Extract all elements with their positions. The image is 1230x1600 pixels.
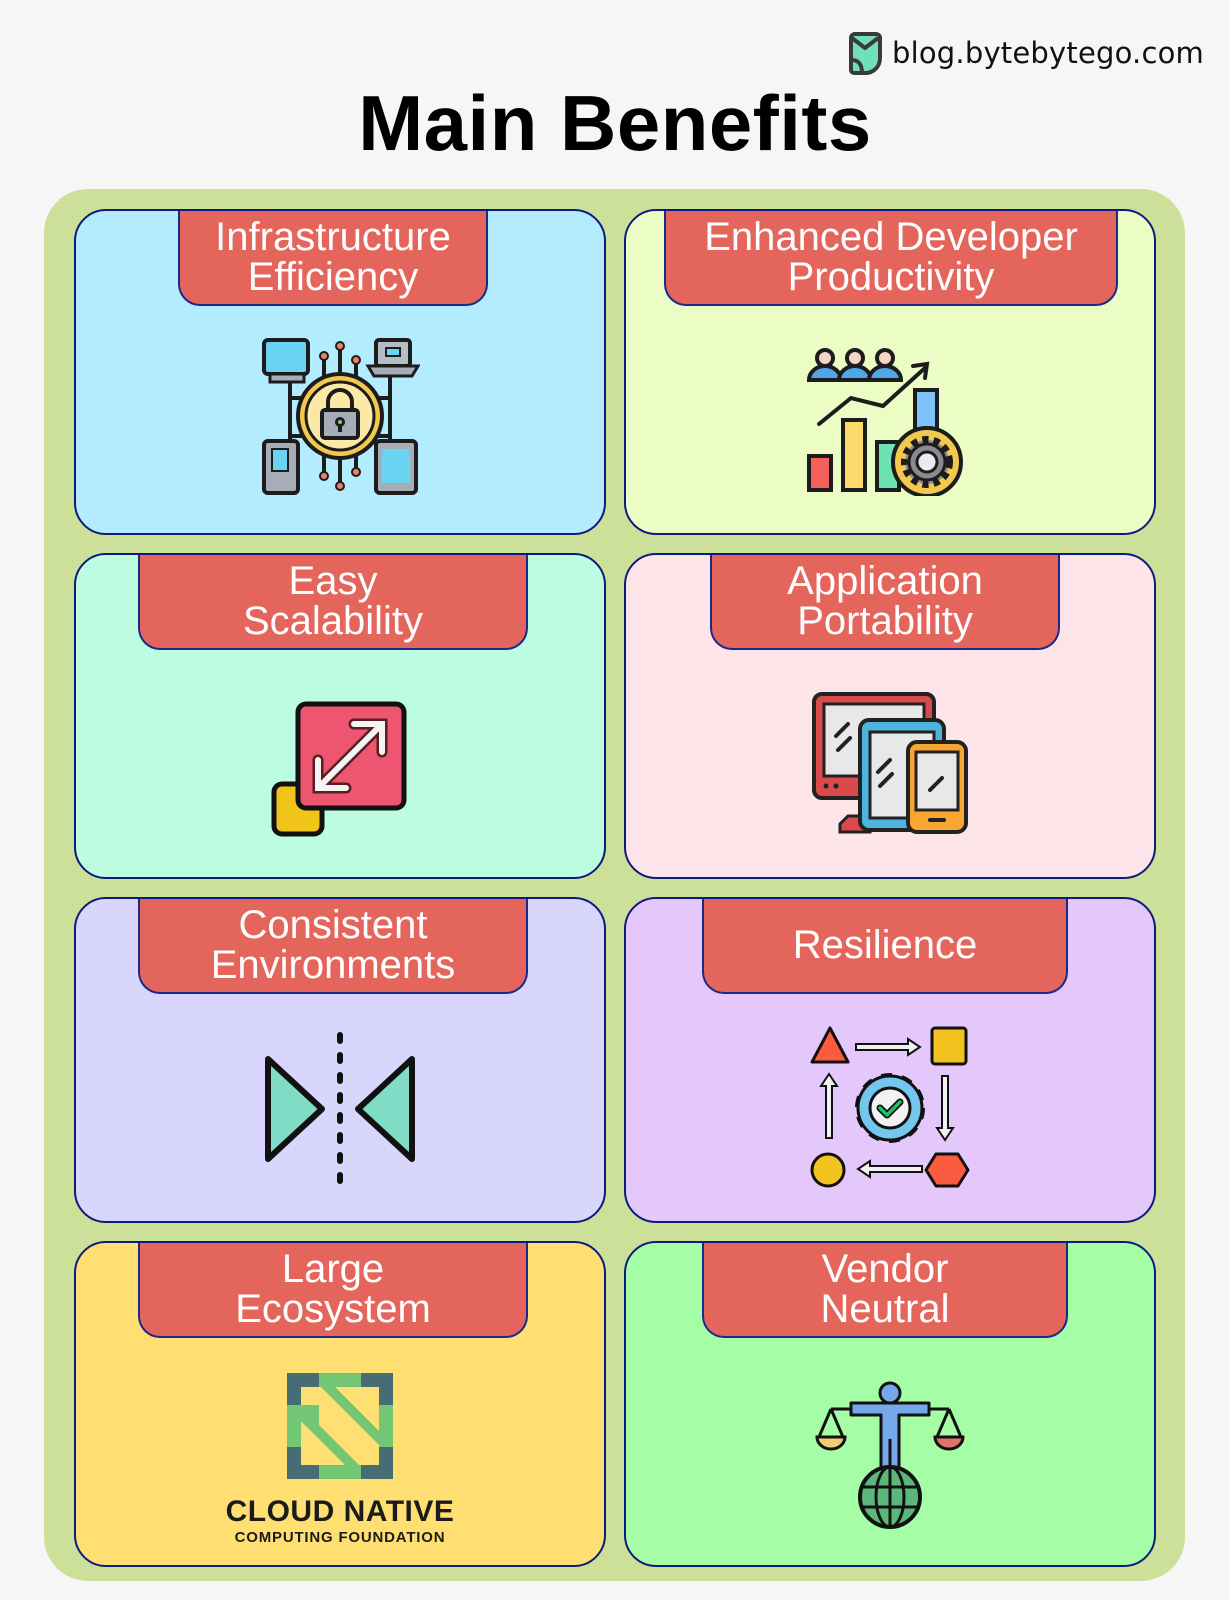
network-security-lock-icon <box>262 338 420 495</box>
card-enhanced-developer-productivity: Enhanced Developer Productivity <box>624 209 1156 535</box>
card-title-line: Efficiency <box>247 254 419 299</box>
card-title-line: Resilience <box>792 922 978 967</box>
card-title-line: Portability <box>797 598 973 643</box>
card-vendor-neutral: Vendor Neutral <box>624 1241 1156 1567</box>
brand: blog.bytebytego.com <box>848 30 1204 76</box>
resize-expand-icon <box>271 701 407 837</box>
card-title-line: Enhanced Developer <box>704 214 1078 259</box>
card-title-tag: Resilience <box>702 899 1068 994</box>
cncf-logo-icon <box>287 1373 393 1479</box>
card-title-tag: Consistent Environments <box>138 899 528 994</box>
cncf-logo-subtext: COMPUTING FOUNDATION <box>234 1529 446 1546</box>
card-easy-scalability: Easy Scalability <box>74 553 606 879</box>
balance-globe-icon <box>815 1381 965 1529</box>
card-title-tag: Vendor Neutral <box>702 1243 1068 1338</box>
page-title: Main Benefits <box>358 79 872 167</box>
card-title-line: Scalability <box>242 598 424 643</box>
card-title-tag: Application Portability <box>710 555 1060 650</box>
card-large-ecosystem: Large Ecosystem CLOUD NATIVE COMPUTING F… <box>74 1241 606 1567</box>
brand-text: blog.bytebytego.com <box>892 36 1204 70</box>
card-title-line: Application <box>787 558 983 603</box>
card-title-line: Ecosystem <box>235 1286 431 1331</box>
card-title-tag: Large Ecosystem <box>138 1243 528 1338</box>
card-title-line: Easy <box>288 558 378 603</box>
card-title-line: Consistent <box>238 902 428 947</box>
card-title-line: Productivity <box>787 254 995 299</box>
card-infrastructure-efficiency: Infrastructure Efficiency <box>74 209 606 535</box>
card-application-portability: Application Portability <box>624 553 1156 879</box>
card-title-line: Large <box>281 1246 385 1291</box>
mirror-symmetry-icon <box>265 1032 415 1186</box>
card-title-tag: Easy Scalability <box>138 555 528 650</box>
cycle-gear-check-icon <box>810 1026 970 1188</box>
multi-device-icon <box>812 692 968 834</box>
team-growth-chart-gear-icon <box>806 348 963 496</box>
card-consistent-environments: Consistent Environments <box>74 897 606 1223</box>
card-title-line: Vendor <box>821 1246 949 1291</box>
cncf-logo-text: CLOUD NATIVE <box>225 1495 455 1528</box>
card-title-line: Infrastructure <box>215 214 451 259</box>
card-title-tag: Infrastructure Efficiency <box>178 211 488 306</box>
card-resilience: Resilience <box>624 897 1156 1223</box>
bytebytego-logo-icon <box>849 32 882 75</box>
card-title-tag: Enhanced Developer Productivity <box>664 211 1118 306</box>
card-title-line: Neutral <box>820 1286 950 1331</box>
card-title-line: Environments <box>210 942 456 987</box>
